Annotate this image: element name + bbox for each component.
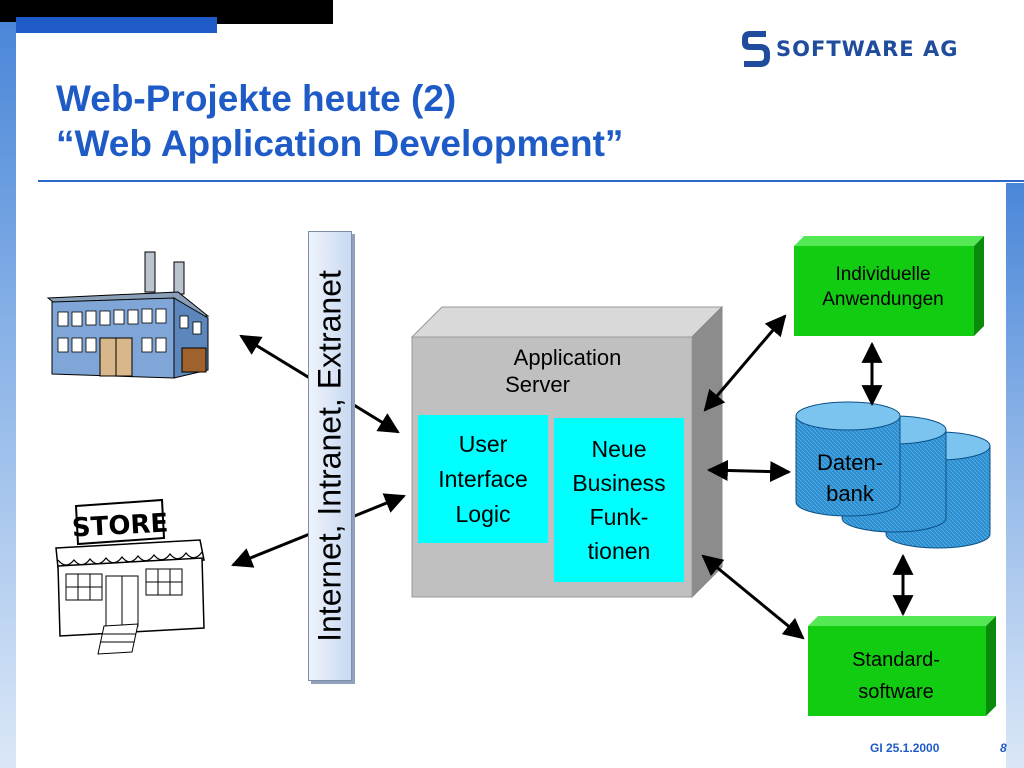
title-divider <box>38 180 1024 182</box>
individual-apps-line-2: Anwendungen <box>822 289 944 310</box>
title-line-2: “Web Application Development” <box>56 123 624 164</box>
biz-box-line-2: Business <box>572 470 666 496</box>
footer-date: GI 25.1.2000 <box>870 741 940 755</box>
page-number: 8 <box>1000 741 1007 755</box>
standard-software-line-2: software <box>858 681 934 703</box>
standard-software-box <box>808 616 996 716</box>
business-functions-box: Neue Business Funk- tionen <box>554 418 684 582</box>
database-line-1: Daten- <box>816 450 884 475</box>
app-server-title: Application Server <box>455 344 680 398</box>
individual-apps-box <box>794 236 984 336</box>
app-server-title-line-1: Application <box>513 345 622 370</box>
ui-box-line-2: Interface <box>438 465 528 492</box>
store-sign-text: STORE <box>71 508 169 543</box>
arrow-server-database <box>706 459 792 483</box>
database-icon <box>795 401 991 549</box>
network-label-text: Internet, Intranet, Extranet <box>311 270 348 642</box>
standard-software-line-1: Standard- <box>852 649 940 671</box>
software-ag-logo: SOFTWARE AG <box>738 26 958 72</box>
title-line-1: Web-Projekte heute (2) <box>56 78 457 119</box>
left-gradient-strip <box>0 22 16 768</box>
user-interface-logic-box: User Interface Logic <box>418 415 548 543</box>
database-label: Daten- bank <box>796 447 904 509</box>
biz-box-line-3: Funk- <box>589 504 649 530</box>
app-server-title-line-2: Server <box>505 372 570 397</box>
slide-title: Web-Projekte heute (2) “Web Application … <box>56 76 623 166</box>
network-label-bar: Internet, Intranet, Extranet <box>308 231 352 681</box>
database-line-2: bank <box>826 481 874 506</box>
ui-box-line-1: User <box>458 430 508 457</box>
logo-text: SOFTWARE AG <box>776 37 959 61</box>
factory-icon <box>46 251 210 379</box>
store-icon: STORE <box>55 498 205 655</box>
arrow-server-individual <box>703 314 787 412</box>
top-blue-bar <box>16 17 217 33</box>
right-gradient-strip <box>1006 183 1024 768</box>
standard-software-label: Standard- software <box>808 644 984 708</box>
biz-box-line-4: tionen <box>587 538 651 564</box>
biz-box-line-1: Neue <box>591 436 647 462</box>
arrow-server-standard <box>701 554 805 640</box>
ui-box-line-3: Logic <box>455 500 511 527</box>
software-ag-s-icon <box>742 31 770 67</box>
individual-apps-label: Individuelle Anwendungen <box>794 262 972 312</box>
individual-apps-line-1: Individuelle <box>835 264 931 285</box>
